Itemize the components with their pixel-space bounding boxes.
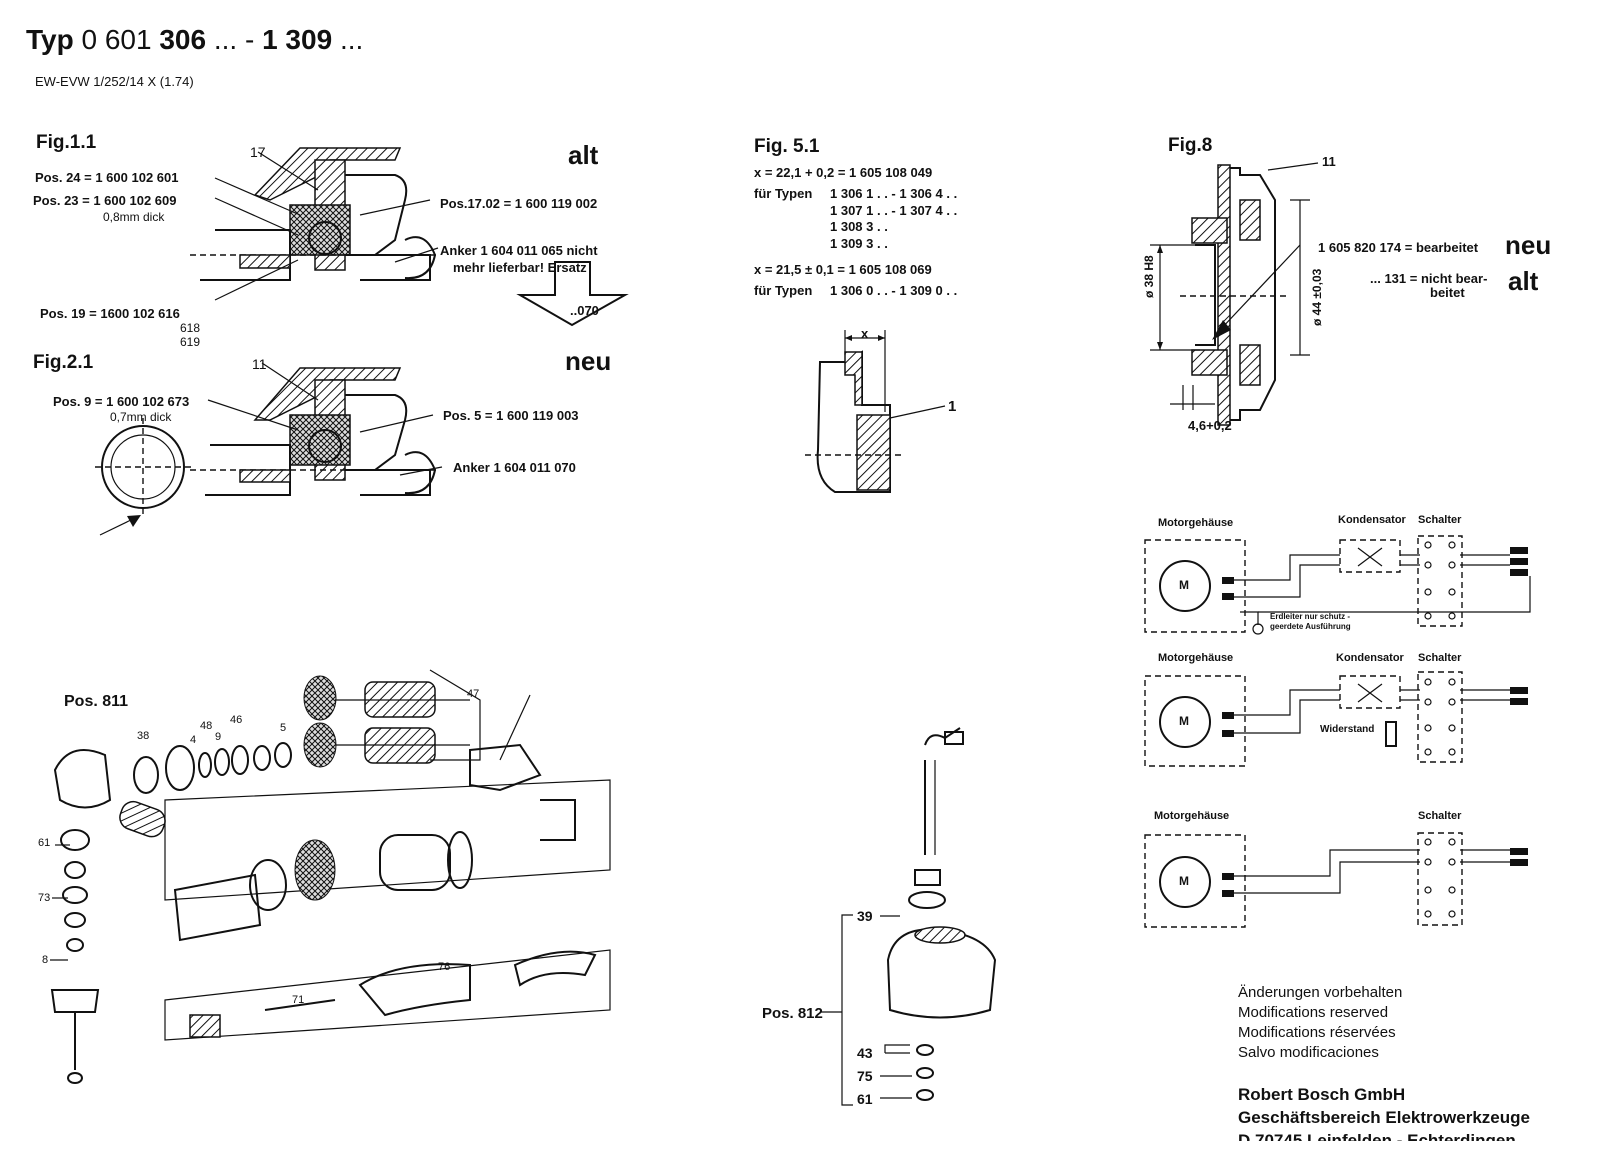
typ-to: 1 309 (262, 24, 333, 55)
header-subtitle: EW-EVW 1/252/14 X (1.74) (35, 74, 194, 89)
fig8-dim-46: 4,6+0,2 (1188, 418, 1232, 433)
fig51-title: Fig. 5.1 (754, 136, 820, 157)
fig11-drawing (190, 147, 629, 327)
explode811-callout-48: 48 (200, 720, 213, 732)
explode812-drawing (820, 727, 997, 1106)
explode811-callout-73: 73 (38, 892, 51, 904)
fig8-dim-44: ø 44 ±0,03 (1310, 268, 1324, 326)
fig51-line2: 1 306 1 . . - 1 306 4 . . (830, 186, 958, 201)
fig51-line2-label: für Typen (754, 186, 813, 201)
fig21-pos9: Pos. 9 = 1 600 102 673 (53, 394, 190, 409)
fig21-callout-11: 11 (252, 356, 267, 372)
fig51-dim-x: x (861, 326, 869, 341)
wiring1-capacitor: Kondensator (1338, 514, 1406, 526)
explode811-callout-46: 46 (230, 714, 243, 726)
fig51-line5: 1 309 3 . . (830, 236, 888, 251)
fig51-line4: 1 308 3 . . (830, 219, 888, 234)
wiring3-housing: Motorgehäuse (1154, 810, 1230, 822)
fig21-state: neu (565, 346, 612, 376)
explode811-callout-38: 38 (137, 730, 150, 742)
explode811-title: Pos. 811 (64, 693, 129, 710)
note-es: Salvo modificaciones (1238, 1044, 1379, 1061)
fig11-pos23: Pos. 23 = 1 600 102 609 (33, 193, 177, 208)
fig11-anker-line2: mehr lieferbar! Ersatz (453, 260, 587, 275)
wiring2-housing: Motorgehäuse (1158, 652, 1234, 664)
typ-from-a: 0 601 (81, 24, 152, 55)
note-en: Modifications reserved (1238, 1004, 1389, 1021)
fig8-drawing (1150, 162, 1319, 426)
fig8-dim-38: ø 38 H8 (1142, 255, 1156, 298)
explode811-callout-9: 9 (215, 731, 222, 743)
explode812-callout-61: 61 (857, 1091, 873, 1107)
wiring3-motor: M (1179, 874, 1189, 888)
notes-block: Änderungen vorbehalten Modifications res… (1238, 983, 1402, 1063)
fig21-title: Fig.2.1 (33, 352, 94, 373)
wiring2-resistor: Widerstand (1320, 724, 1375, 735)
fig51-line6: x = 21,5 ± 0,1 = 1 605 108 069 (754, 262, 932, 277)
note-de: Änderungen vorbehalten (1238, 984, 1403, 1001)
header-title: Typ 0 601 306 ... - 1 309 ... (26, 24, 363, 56)
explode811-callout-76: 76 (438, 961, 451, 973)
fig21-anker: Anker 1 604 011 070 (453, 460, 576, 475)
fig11-arrow-label: ..070 (570, 303, 599, 318)
company-block: Robert Bosch GmbH Geschäftsbereich Elekt… (1238, 1083, 1530, 1141)
wiring1-housing: Motorgehäuse (1158, 517, 1234, 529)
fig51-line7-label: für Typen (754, 283, 813, 298)
company-name: Robert Bosch GmbH (1238, 1085, 1406, 1104)
note-fr: Modifications réservées (1238, 1024, 1396, 1041)
fig11-callout-17: 17 (250, 144, 266, 160)
explode811-callout-4: 4 (190, 734, 197, 746)
explode811-callout-5: 5 (280, 722, 287, 734)
wiring1-motor: M (1179, 578, 1189, 592)
typ-from-b: 306 (159, 24, 207, 55)
fig8-state-old: alt (1508, 266, 1539, 296)
fig21-pos5: Pos. 5 = 1 600 119 003 (443, 408, 579, 423)
wiring1-earth-note-2: geerdete Ausführung (1270, 622, 1351, 631)
fig11-anker-line1: Anker 1 604 011 065 nicht (440, 243, 598, 258)
fig11-pos1702: Pos.17.02 = 1 600 119 002 (440, 196, 598, 211)
fig8-part-old-1: ... 131 = nicht bear- (1370, 271, 1488, 286)
explode812-callout-75: 75 (857, 1068, 873, 1084)
fig11-pos19-alt2: 619 (180, 335, 201, 349)
fig11-state: alt (568, 140, 599, 170)
fig51-line7: 1 306 0 . . - 1 309 0 . . (830, 283, 958, 298)
explode811-callout-47: 47 (467, 688, 480, 700)
company-address: D 70745 Leinfelden - Echterdingen (1238, 1131, 1516, 1141)
explode812-callout-39: 39 (857, 908, 873, 924)
fig21-pos9-note: 0,7mm dick (110, 410, 172, 424)
fig8-part-new: 1 605 820 174 = bearbeitet (1318, 240, 1479, 255)
explode812-callout-43: 43 (857, 1045, 873, 1061)
explode811-callout-8: 8 (42, 954, 49, 966)
fig8-title: Fig.8 (1168, 135, 1213, 156)
typ-label: Typ (26, 24, 74, 55)
wiring2-switch: Schalter (1418, 652, 1462, 664)
wiring2-motor: M (1179, 714, 1189, 728)
fig51-line3: 1 307 1 . . - 1 307 4 . . (830, 203, 958, 218)
fig21-drawing (95, 362, 443, 536)
typ-end: ... (339, 24, 364, 55)
explode811-callout-71: 71 (292, 994, 305, 1006)
wiring-diagrams (1144, 535, 1531, 928)
fig11-title: Fig.1.1 (36, 132, 97, 153)
fig11-pos24: Pos. 24 = 1 600 102 601 (35, 170, 179, 185)
explode811-drawing (50, 669, 611, 1084)
fig51-line1: x = 22,1 + 0,2 = 1 605 108 049 (754, 165, 933, 180)
wiring1-earth-note-1: Erdleiter nur schutz - (1270, 612, 1351, 621)
fig8-part-old-2: beitet (1430, 285, 1465, 300)
explode811-callout-61: 61 (38, 837, 51, 849)
explode812-title: Pos. 812 (762, 1005, 823, 1022)
fig51-drawing (805, 330, 946, 493)
fig11-pos19-alt1: 618 (180, 321, 201, 335)
typ-sep: ... - (213, 24, 255, 55)
wiring3-switch: Schalter (1418, 810, 1462, 822)
wiring1-switch: Schalter (1418, 514, 1462, 526)
fig8-callout-11: 11 (1322, 154, 1336, 169)
company-division: Geschäftsbereich Elektrowerkzeuge (1238, 1108, 1530, 1127)
wiring2-capacitor: Kondensator (1336, 652, 1404, 664)
fig11-pos23-note: 0,8mm dick (103, 210, 165, 224)
fig51-callout-1: 1 (948, 398, 957, 415)
fig11-pos19: Pos. 19 = 1600 102 616 (40, 306, 180, 321)
fig8-state-new: neu (1505, 230, 1552, 260)
